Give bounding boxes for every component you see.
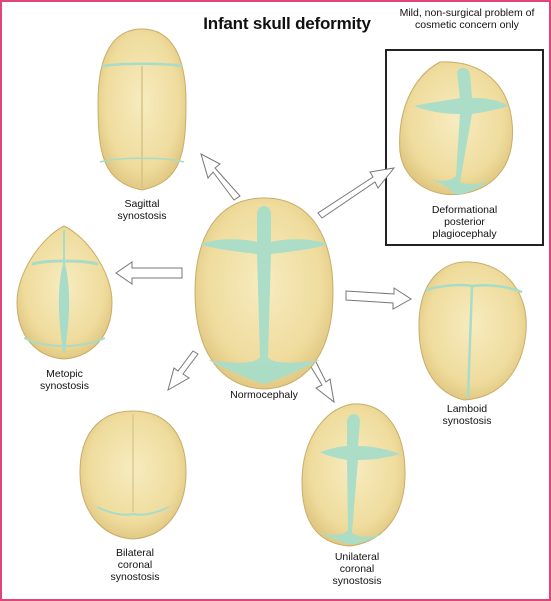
arrow-to-sagittal (200, 153, 241, 201)
unilateral-skull (301, 403, 406, 547)
arrow-to-lamboid (345, 287, 412, 310)
arrow-to-bilateral (167, 350, 199, 392)
arrow-to-unilateral (307, 357, 335, 404)
deformational-skull (399, 61, 514, 196)
label-deformational: Deformational posterior plagiocephaly (431, 204, 498, 241)
arrow-to-deformational (317, 167, 396, 219)
diagram-title: Infant skull deformity (203, 14, 371, 33)
arrow-to-metopic (115, 261, 183, 285)
sagittal-skull (97, 28, 187, 191)
highlight-note: Mild, non-surgical problem of cosmetic c… (399, 7, 535, 32)
label-lamboid: Lamboid synostosis (442, 403, 492, 428)
label-metopic: Metopic synostosis (39, 368, 90, 393)
normocephaly-skull (194, 197, 334, 390)
label-normocephaly: Normocephaly (230, 389, 298, 401)
highlight-box (385, 49, 544, 246)
bilateral-skull (79, 410, 187, 540)
lamboid-skull (418, 261, 527, 401)
label-unilateral: Unilateral coronal synostosis (332, 551, 382, 588)
metopic-skull (16, 225, 113, 360)
label-bilateral: Bilateral coronal synostosis (110, 547, 160, 584)
label-sagittal: Sagittal synostosis (117, 198, 167, 223)
